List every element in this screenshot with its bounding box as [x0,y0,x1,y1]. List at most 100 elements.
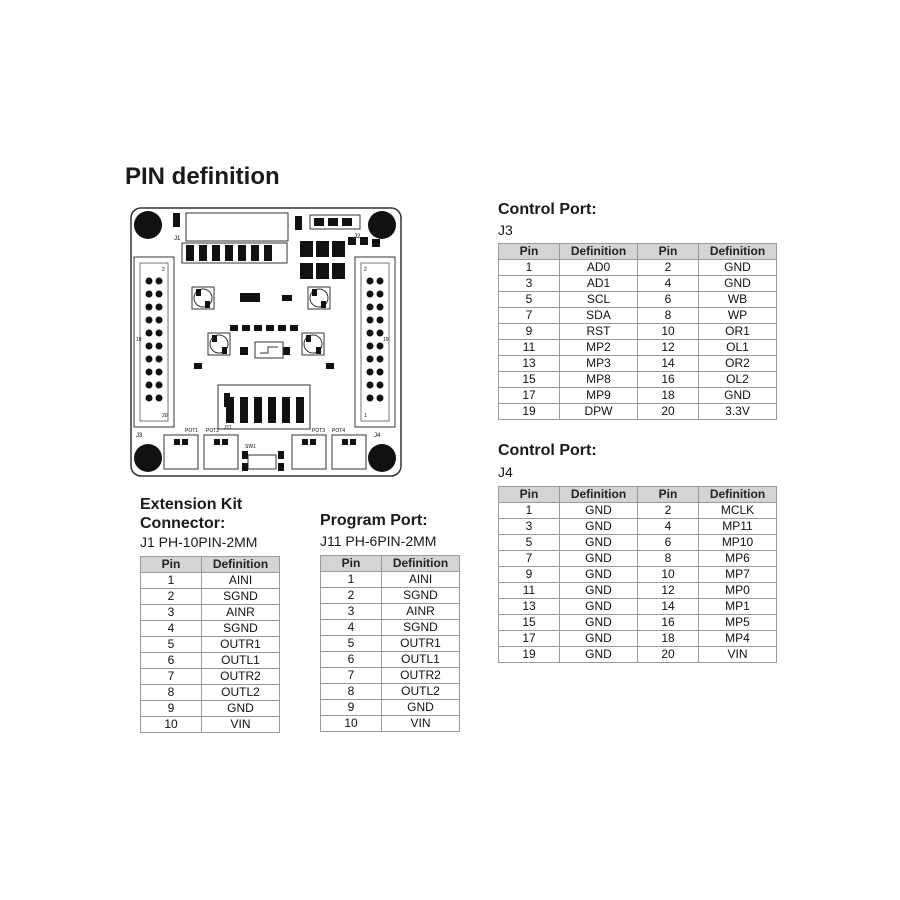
pin-number-cell: 5 [498,291,560,308]
label-j2: J2 [354,234,361,240]
pin-number-cell: 5 [140,636,202,653]
pin-number-cell: 9 [498,566,560,583]
j1-heading-line2: Connector: [140,515,226,532]
pin-definition-cell: VIN [381,715,460,732]
column-header: Pin [140,556,202,573]
pin-number-cell: 15 [498,614,560,631]
pin-number-cell: 12 [637,582,699,599]
pin-number-cell: 5 [498,534,560,551]
pin-number-cell: 3 [140,604,202,621]
pin-definition-cell: MP9 [559,387,638,404]
pin-definition-cell: AINI [201,572,280,589]
column-header: Definition [559,243,638,260]
pin-number-cell: 4 [140,620,202,637]
pin-number-cell: 9 [498,323,560,340]
pin-number-cell: 18 [637,387,699,404]
pin-definition-cell: OUTL1 [201,652,280,669]
pin-number-cell: 10 [637,566,699,583]
pin-definition-cell: OR2 [698,355,777,372]
pin-number-cell: 10 [320,715,382,732]
pcb-board-diagram: J1 J2 2 20 19 J3 2 1 19 J4 [130,207,402,477]
column-header: Definition [381,555,460,572]
label-j3: J3 [136,433,143,439]
pin-definition-cell: GND [559,518,638,535]
pin-definition-cell: SGND [381,587,460,604]
j3-pin-grid [145,277,163,402]
pin-definition-cell: SCL [559,291,638,308]
pin-definition-cell: SGND [381,619,460,636]
pin-number-cell: 14 [637,355,699,372]
svg-text:2: 2 [364,267,367,273]
pin-definition-cell: VIN [698,646,777,663]
pin-definition-cell: MP10 [698,534,777,551]
pin-number-cell: 13 [498,598,560,615]
pin-number-cell: 4 [320,619,382,636]
pin-definition-cell: MP11 [698,518,777,535]
svg-text:20: 20 [162,413,168,419]
column-header: Pin [320,555,382,572]
pin-definition-cell: GND [559,502,638,519]
label-sw1: SW1 [245,444,256,450]
label-pot2: POT2 [206,428,219,434]
pin-definition-cell: MP5 [698,614,777,631]
pin-definition-cell: GND [559,566,638,583]
pin-number-cell: 10 [140,716,202,733]
pin-number-cell: 4 [637,518,699,535]
pin-definition-cell: MCLK [698,502,777,519]
j4-heading: Control Port: [498,442,597,459]
pin-definition-cell: OUTL2 [201,684,280,701]
pin-number-cell: 6 [320,651,382,668]
pin-number-cell: 3 [498,275,560,292]
pin-number-cell: 6 [140,652,202,669]
page-title: PIN definition [125,163,280,190]
pin-number-cell: 11 [498,339,560,356]
pin-definition-cell: AD0 [559,259,638,276]
pin-definition-cell: AINI [381,571,460,588]
label-j4: J4 [374,433,381,439]
pin-number-cell: 20 [637,403,699,420]
mount-hole-bl [134,444,162,472]
pin-number-cell: 2 [637,259,699,276]
pin-definition-cell: 3.3V [698,403,777,420]
pin-number-cell: 1 [140,572,202,589]
pin-definition-cell: MP4 [698,630,777,647]
pin-number-cell: 7 [498,307,560,324]
mount-hole-tl [134,211,162,239]
pin-number-cell: 14 [637,598,699,615]
pin-definition-cell: SGND [201,620,280,637]
pin-definition-cell: MP7 [698,566,777,583]
pin-number-cell: 18 [637,630,699,647]
pin-definition-cell: OL2 [698,371,777,388]
pin-definition-cell: GND [698,275,777,292]
label-j11: J11 [224,425,232,431]
pin-definition-cell: AD1 [559,275,638,292]
pin-definition-cell: SDA [559,307,638,324]
pin-number-cell: 15 [498,371,560,388]
pin-number-cell: 16 [637,614,699,631]
j11-heading: Program Port: [320,512,428,529]
pin-definition-cell: GND [559,646,638,663]
pin-number-cell: 1 [320,571,382,588]
